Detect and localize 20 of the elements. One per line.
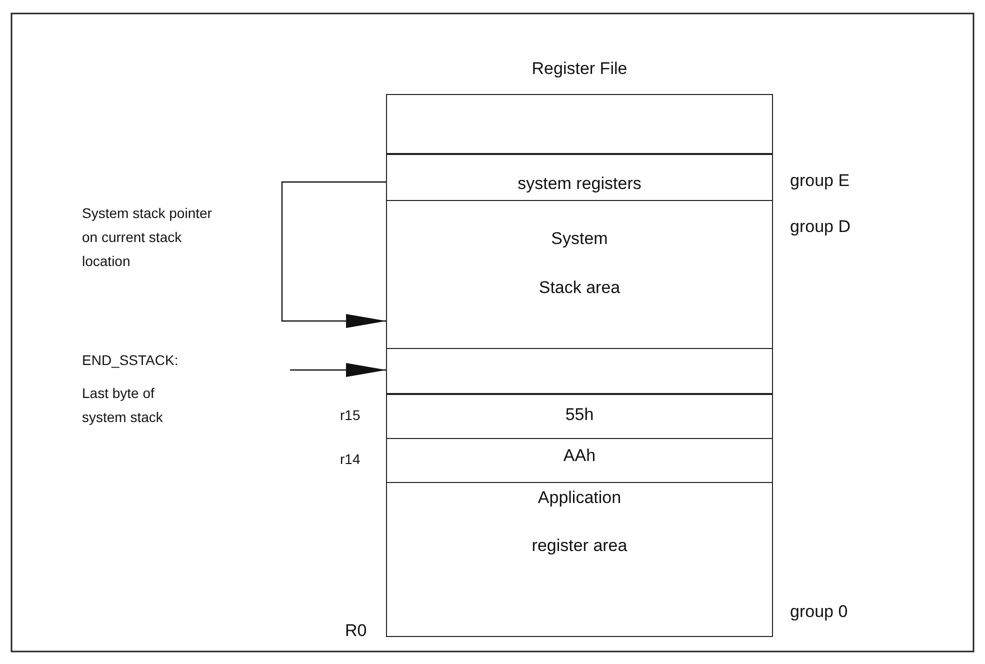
pointer-label: END_SSTACK:	[82, 351, 178, 370]
register-label: System	[550, 229, 609, 249]
annotation-text: Last byte of system stack	[82, 384, 164, 427]
register-row	[386, 348, 773, 394]
box-heading: Register File	[530, 59, 628, 79]
group-label: group D	[790, 216, 850, 238]
register-label: Application	[536, 488, 622, 508]
arrow	[290, 363, 386, 377]
register-name: r14	[340, 450, 360, 469]
register-label: Stack area	[538, 278, 622, 298]
register-label: AAh	[562, 446, 597, 466]
group-label: group 0	[790, 601, 848, 623]
register-label: system registers	[516, 174, 642, 194]
register-name: r15	[340, 406, 360, 425]
arrow	[281, 181, 386, 328]
annotation-text: System stack pointer on current stack location	[82, 204, 213, 271]
register-name: R0	[345, 620, 367, 642]
group-label: group E	[790, 170, 850, 192]
register-label: register area	[530, 536, 628, 556]
register-label: 55h	[564, 405, 595, 425]
